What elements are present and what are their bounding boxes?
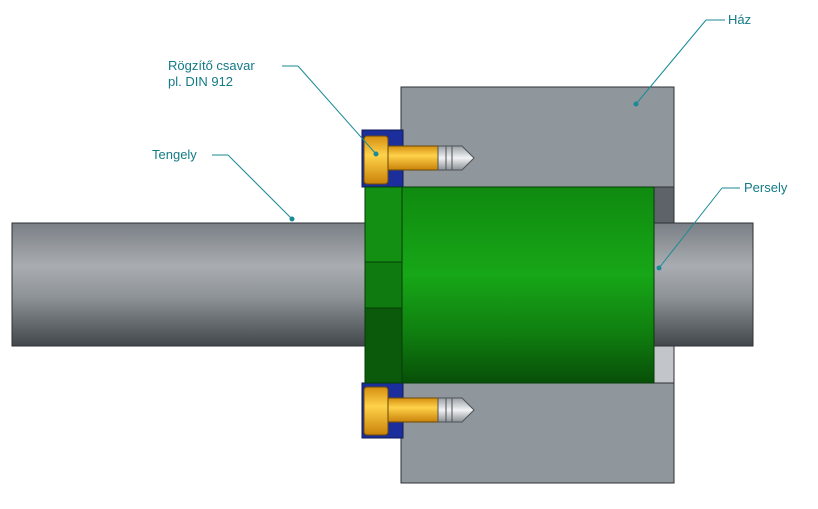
label-haz-text: Ház xyxy=(728,12,752,27)
leader-tengely xyxy=(212,154,295,222)
leader-persely xyxy=(656,187,740,271)
label-rogzito-line1: Rögzítő csavar xyxy=(168,58,255,73)
fixing-screw-bottom xyxy=(363,386,475,436)
label-persely-text: Persely xyxy=(744,180,788,195)
label-haz: Ház xyxy=(728,12,751,28)
label-tengely: Tengely xyxy=(152,147,197,163)
housing-top xyxy=(400,86,675,188)
leader-haz xyxy=(633,19,725,107)
bushing-body xyxy=(401,186,655,384)
label-rogzito-line2: pl. DIN 912 xyxy=(168,74,234,89)
shaft-right xyxy=(653,222,754,347)
bushing-flange-upper xyxy=(364,186,403,263)
label-rogzito-csavar: Rögzítő csavar pl. DIN 912 xyxy=(168,58,255,90)
bushing-flange-lower xyxy=(364,307,403,384)
fixing-screw-top xyxy=(363,135,475,185)
shaft-left xyxy=(11,222,366,347)
leader-rogzito-csavar xyxy=(282,65,379,157)
housing-inner-step-bottom xyxy=(653,345,675,384)
label-tengely-text: Tengely xyxy=(152,147,197,162)
label-persely: Persely xyxy=(744,180,787,196)
bushing-flange-middle xyxy=(364,261,403,309)
housing-inner-step-top xyxy=(653,186,675,224)
